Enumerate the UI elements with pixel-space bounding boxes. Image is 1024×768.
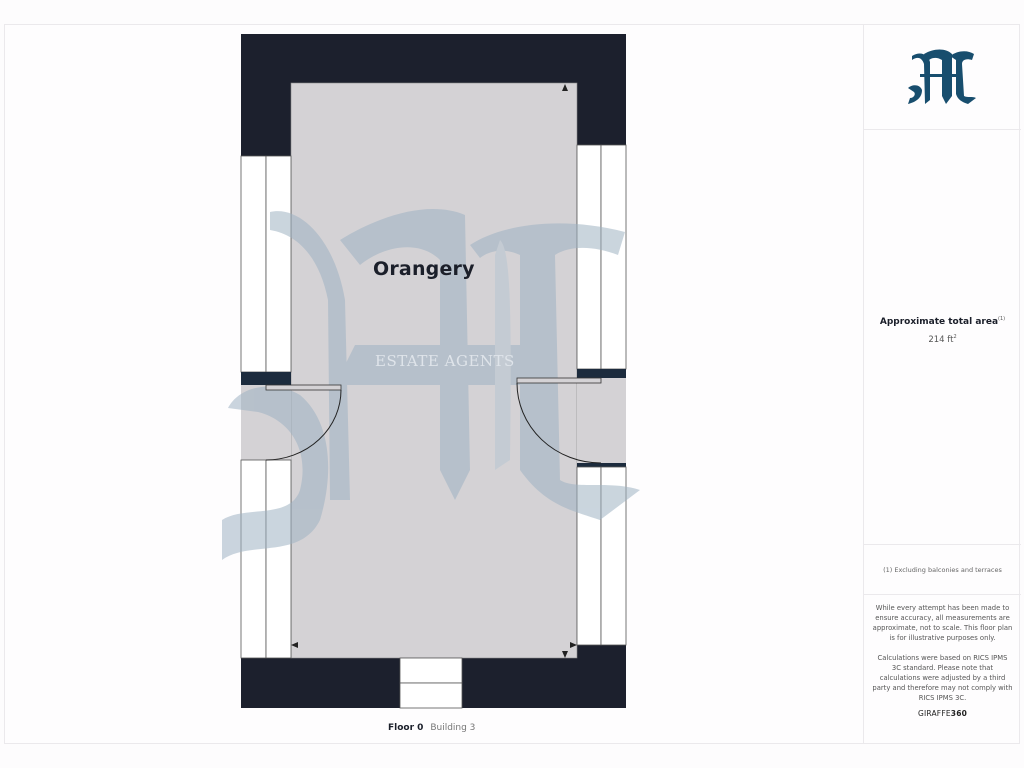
watermark-text: ESTATE AGENTS: [375, 352, 515, 370]
disclaimer-section: While every attempt has been made to ens…: [864, 595, 1021, 744]
area-value-text: 214 ft: [928, 334, 954, 345]
disclaimer-rics: Calculations were based on RICS IPMS 3C …: [872, 654, 1013, 702]
window-right-upper: [576, 144, 627, 370]
footnote-marker: (1): [998, 316, 1006, 322]
left-wall-pier: [241, 372, 291, 385]
dimension-arrow-left: [291, 642, 298, 648]
watermark-logo: [222, 209, 640, 560]
window-left-upper: [240, 155, 292, 373]
window-left-lower: [240, 459, 292, 659]
giraffe360-brand: GIRAFFE360: [864, 709, 1021, 718]
brand-suffix: 360: [950, 709, 968, 718]
door-right[interactable]: [516, 377, 602, 464]
disclaimer-accuracy: While every attempt has been made to ens…: [872, 604, 1013, 642]
room-label-orangery: Orangery: [373, 258, 475, 280]
right-wall-pier: [577, 369, 626, 378]
window-bottom: [399, 657, 463, 709]
note-section: (1) Excluding balconies and terraces: [864, 545, 1021, 595]
floor-label: Floor 0: [388, 723, 424, 733]
dimension-arrow-top: [562, 84, 568, 91]
building-label: Building 3: [430, 723, 476, 733]
disclaimer: While every attempt has been made to ens…: [872, 603, 1013, 713]
right-wall-pier-lower: [577, 463, 626, 467]
gothic-m-logo-icon: [908, 49, 976, 104]
area-unit-superscript: 2: [953, 334, 957, 340]
logo-section: [864, 24, 1021, 130]
info-sidebar: Approximate total area(1) 214 ft2 (1) Ex…: [863, 24, 1021, 744]
dimension-arrow-right: [570, 642, 577, 648]
balcony-note: (1) Excluding balconies and terraces: [883, 565, 1002, 574]
dimension-arrow-bottom: [562, 651, 568, 658]
area-title: Approximate total area(1): [864, 316, 1021, 327]
area-value: 214 ft2: [864, 334, 1021, 345]
floor-caption: Floor 0 Building 3: [388, 723, 475, 733]
area-section: Approximate total area(1) 214 ft2: [864, 130, 1021, 545]
brand-prefix: GIRAFFE: [917, 709, 951, 718]
door-left[interactable]: [265, 384, 342, 461]
area-title-text: Approximate total area: [879, 317, 999, 327]
